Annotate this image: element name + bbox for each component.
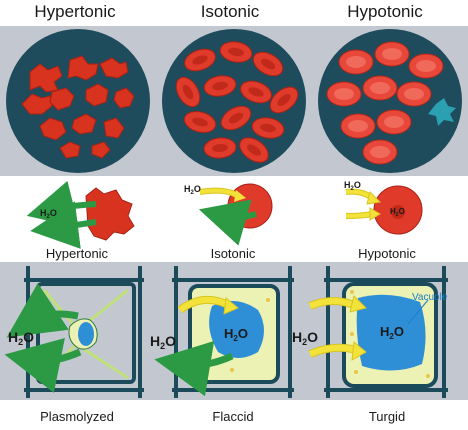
header-isotonic: Isotonic (200, 2, 260, 21)
water-label-middle-hypotonic: H2O (344, 180, 361, 192)
plant-cell-flaccid (154, 266, 294, 398)
water-label-middle-isotonic: H2O (184, 184, 201, 196)
water-label-inside-cell: H2O (390, 207, 405, 218)
dish-hypotonic (318, 29, 462, 173)
water-label-middle-hypertonic: H2O (40, 208, 57, 220)
caption-middle-isotonic: Isotonic (210, 246, 256, 261)
cell-hypertonic (26, 180, 135, 249)
water-label-bottom-flaccid-outside: H2O (150, 333, 176, 351)
water-label-bottom-turgid-outside: H2O (292, 329, 318, 347)
header-hypertonic: Hypertonic (34, 2, 116, 21)
cell-isotonic (198, 183, 273, 246)
cell-hypotonic (345, 185, 423, 235)
dish-isotonic (162, 29, 306, 173)
header-hypotonic: Hypotonic (347, 2, 423, 21)
water-label-bottom-turgid-inside: H2O (380, 324, 404, 341)
plant-cell-plasmolyzed (4, 266, 144, 398)
caption-plasmolyzed: Plasmolyzed (40, 409, 114, 424)
water-label-bottom-flaccid-inside: H2O (224, 326, 248, 343)
plant-cell-turgid (308, 266, 448, 398)
caption-turgid: Turgid (368, 409, 406, 424)
vacuole-label: Vacuole (412, 292, 448, 303)
caption-flaccid: Flaccid (212, 409, 254, 424)
caption-middle-hypotonic: Hypotonic (358, 246, 416, 261)
caption-middle-hypertonic: Hypertonic (45, 246, 109, 261)
dish-hypertonic (6, 29, 150, 173)
water-label-bottom-plasmolyzed: H2O (8, 329, 34, 347)
